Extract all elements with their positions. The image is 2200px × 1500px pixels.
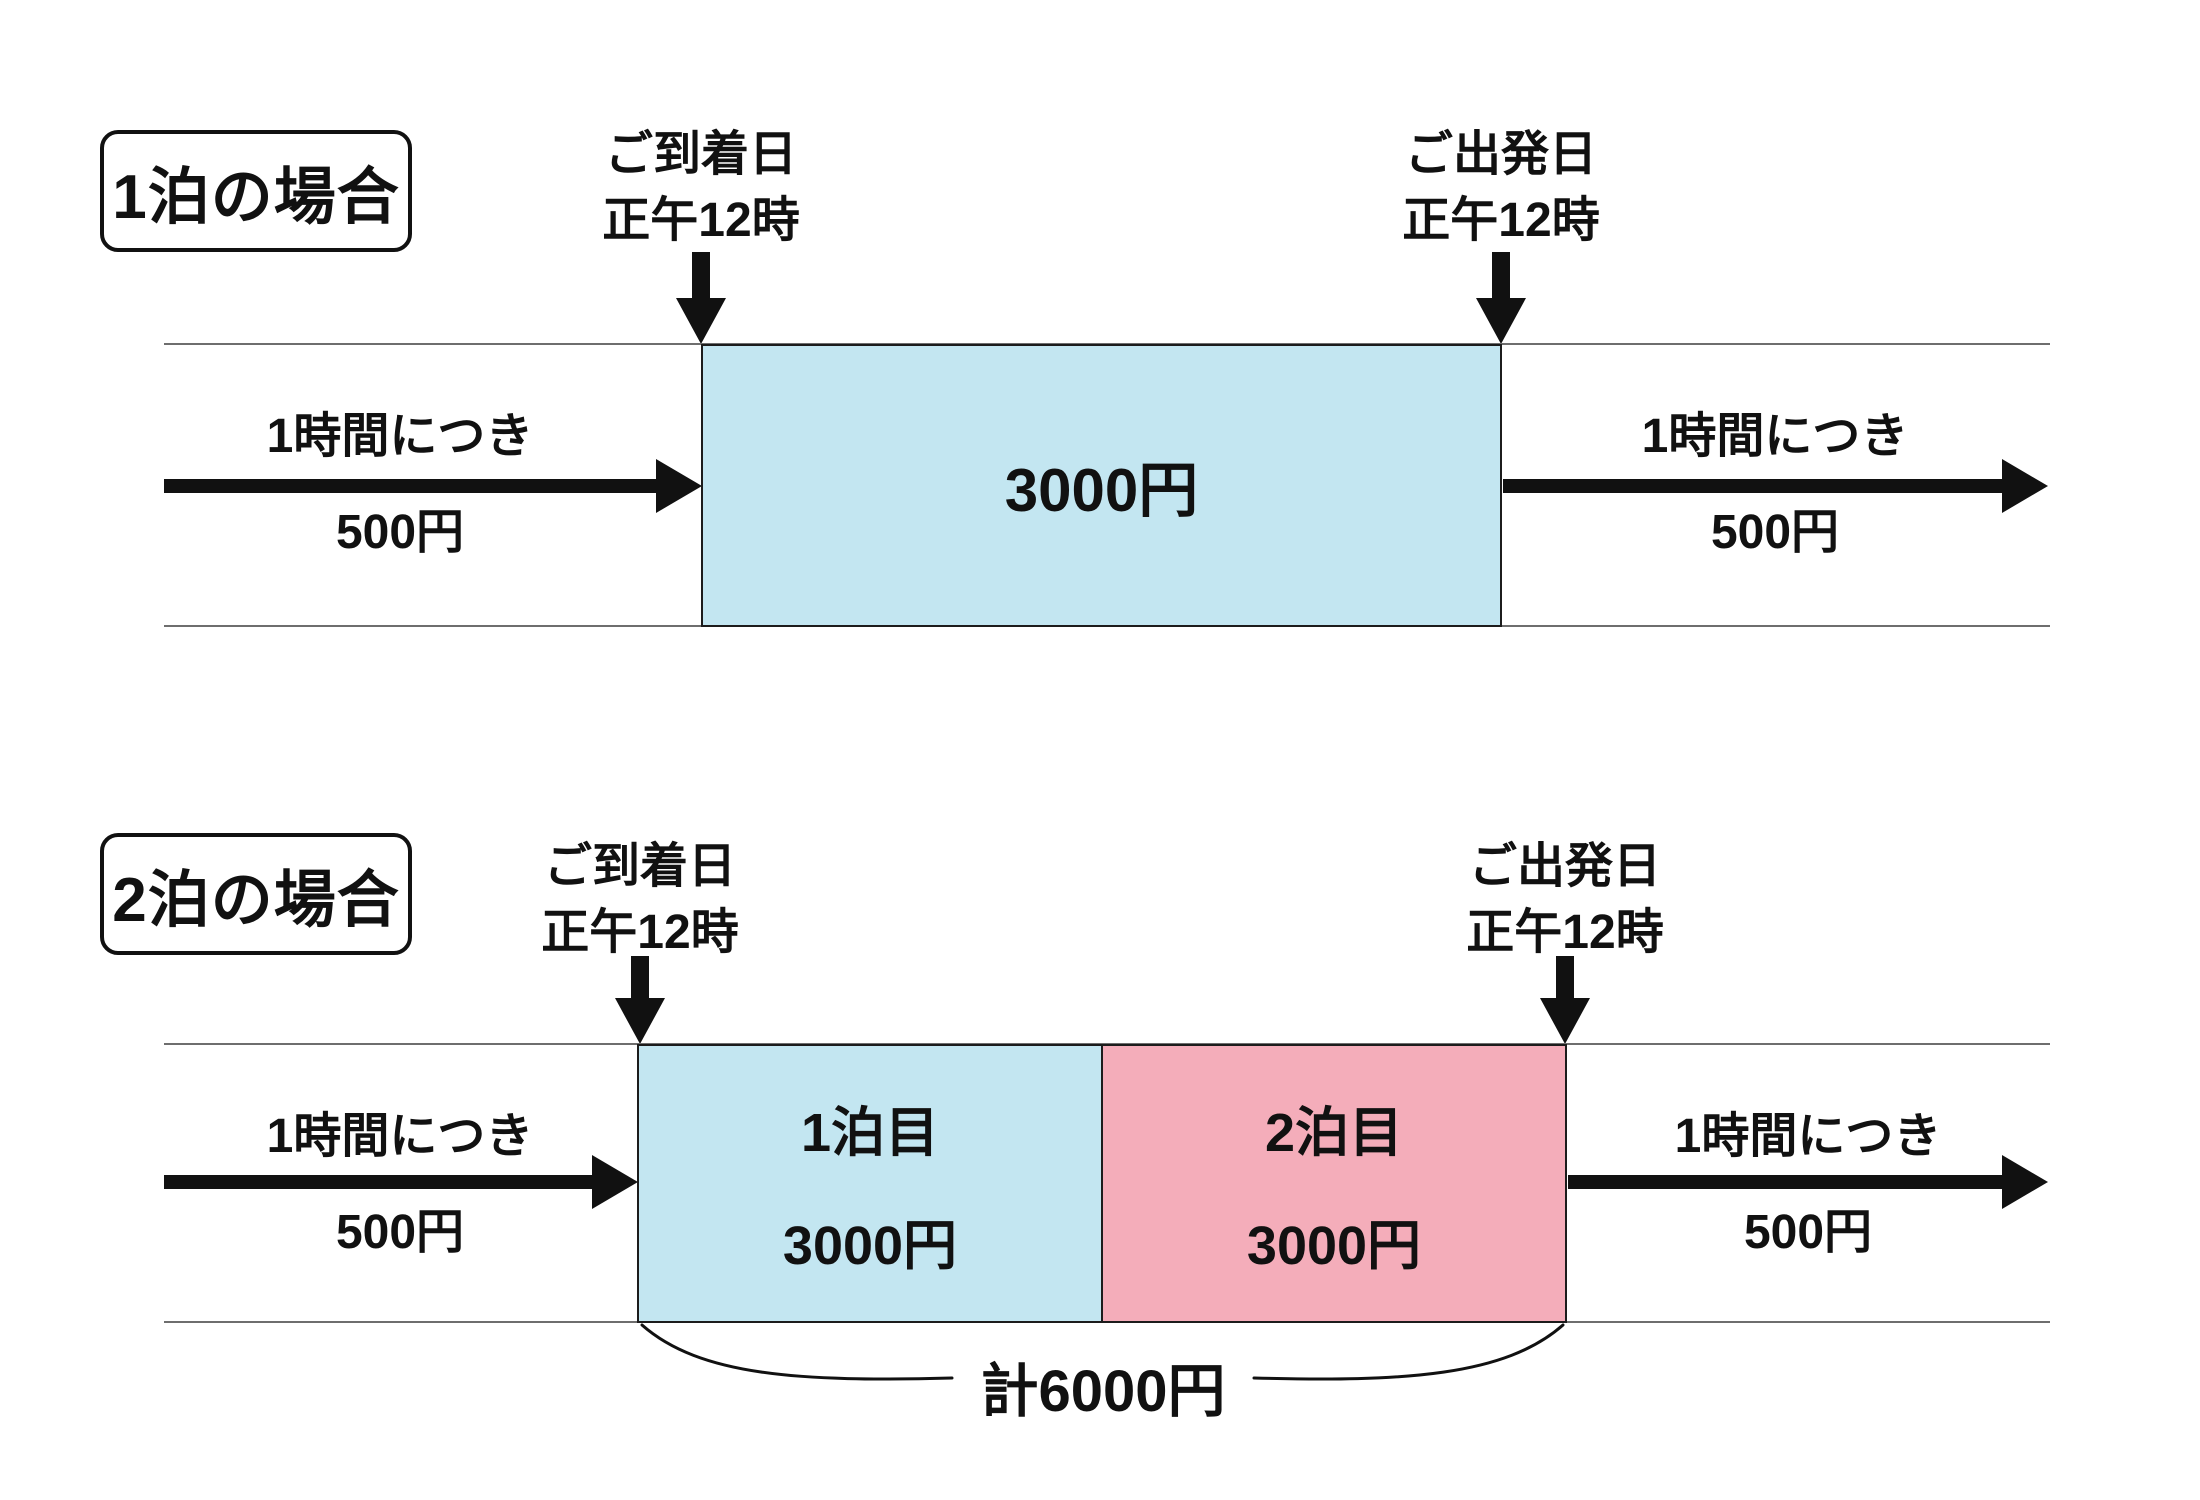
arrival-annotation-2: ご到着日 正午12時 <box>470 834 810 966</box>
departure-down-arrow-icon-2 <box>1540 956 1590 1044</box>
case-label-2night: 2泊の場合 <box>100 833 412 955</box>
departure-down-arrow-icon-1 <box>1476 252 1526 344</box>
case-label-2night-text: 2泊の場合 <box>112 866 400 935</box>
night1-name: 1泊目 <box>800 1102 940 1163</box>
hourly-rate-after-title-2: 1時間につき <box>1674 1110 1942 1163</box>
hourly-rate-before-title-2: 1時間につき <box>266 1110 534 1163</box>
arrow-shaft <box>1568 1175 2004 1189</box>
departure-annotation-2: ご出発日 正午12時 <box>1395 834 1735 966</box>
arrow-shaft <box>1556 956 1574 998</box>
overtime-right-arrow-icon-before-1 <box>164 459 702 513</box>
hourly-rate-before-price-1: 500円 <box>335 506 465 559</box>
departure-annotation-1: ご出発日 正午12時 <box>1331 122 1671 254</box>
arrow-head <box>592 1155 638 1209</box>
night1-price: 3000円 <box>782 1215 958 1276</box>
stay-price-1night: 3000円 <box>1004 457 1199 524</box>
arrival-title-1: ご到着日 <box>604 128 797 181</box>
arrival-title-2: ご到着日 <box>543 840 736 893</box>
arrow-shaft <box>692 252 710 298</box>
night1-block: 1泊目 3000円 <box>637 1044 1103 1323</box>
arrow-head <box>1540 998 1590 1044</box>
hourly-rate-after-title-1: 1時間につき <box>1641 410 1909 463</box>
arrow-head <box>656 459 702 513</box>
overtime-right-arrow-icon-after-2 <box>1568 1155 2048 1209</box>
arrow-head <box>2002 1155 2048 1209</box>
stay-block-1night: 3000円 <box>701 344 1502 627</box>
arrow-head <box>676 298 726 344</box>
departure-title-2: ご出発日 <box>1468 840 1661 893</box>
case-label-1night: 1泊の場合 <box>100 130 412 252</box>
night2-block: 2泊目 3000円 <box>1101 1044 1567 1323</box>
arrow-head <box>2002 459 2048 513</box>
arrival-down-arrow-icon-2 <box>615 956 665 1044</box>
arrival-down-arrow-icon-1 <box>676 252 726 344</box>
departure-title-1: ご出発日 <box>1404 128 1597 181</box>
overtime-right-arrow-icon-after-1 <box>1503 459 2048 513</box>
arrival-time-2: 正午12時 <box>541 906 739 959</box>
hourly-rate-after-price-1: 500円 <box>1710 506 1840 559</box>
arrival-annotation-1: ご到着日 正午12時 <box>531 122 871 254</box>
arrow-shaft <box>1503 479 2004 493</box>
departure-time-2: 正午12時 <box>1466 906 1664 959</box>
arrow-shaft <box>1492 252 1510 298</box>
night2-price: 3000円 <box>1246 1215 1422 1276</box>
arrow-shaft <box>164 479 658 493</box>
hourly-rate-before-price-2: 500円 <box>335 1206 465 1259</box>
arrow-shaft <box>631 956 649 998</box>
hourly-rate-before-title-1: 1時間につき <box>266 410 534 463</box>
arrow-head <box>1476 298 1526 344</box>
case-label-1night-text: 1泊の場合 <box>112 163 400 232</box>
overtime-right-arrow-icon-before-2 <box>164 1155 638 1209</box>
departure-time-1: 正午12時 <box>1402 194 1600 247</box>
arrival-time-1: 正午12時 <box>602 194 800 247</box>
hourly-rate-after-price-2: 500円 <box>1743 1206 1873 1259</box>
total-amount-label: 計6000円 <box>980 1359 1226 1424</box>
arrow-shaft <box>164 1175 594 1189</box>
night2-name: 2泊目 <box>1264 1102 1404 1163</box>
arrow-head <box>615 998 665 1044</box>
